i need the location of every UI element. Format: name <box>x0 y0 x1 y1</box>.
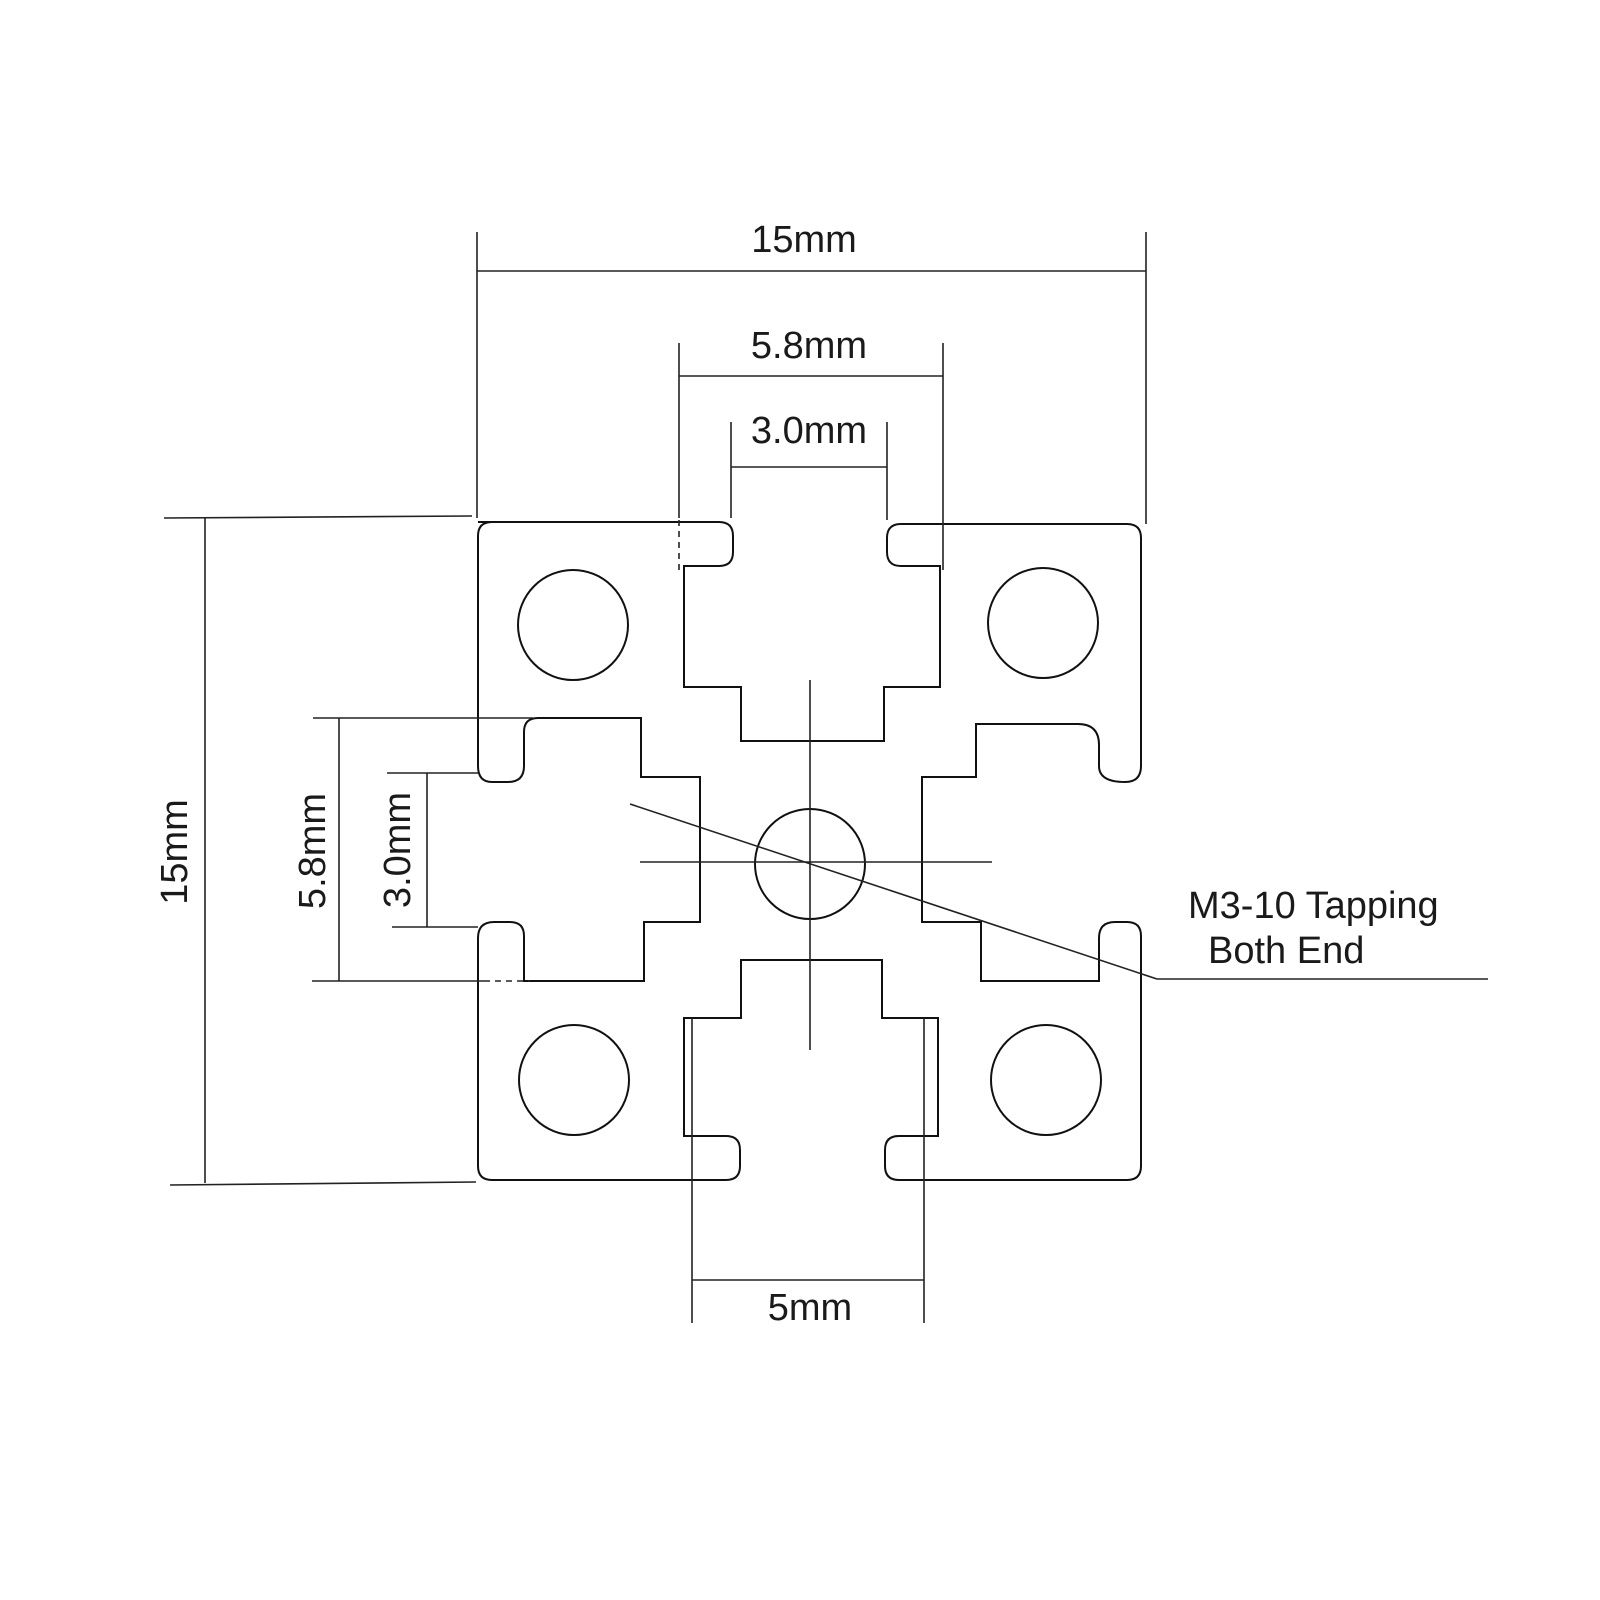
callout-text-line2: Both End <box>1208 930 1364 972</box>
dimension-label-slot-bottom: 5mm <box>768 1287 852 1329</box>
corner-hole-top-right <box>987 567 1099 679</box>
dimension-slot-outer-top: 5.8mm <box>678 325 944 570</box>
dimension-label-overall-height: 15mm <box>154 799 196 905</box>
profile-outline <box>477 521 1142 1181</box>
dimension-slot-opening-top: 3.0mm <box>730 410 888 520</box>
dimension-label-overall-width: 15mm <box>751 219 857 261</box>
dimension-label-slot-outer-top: 5.8mm <box>751 325 867 367</box>
extension-line <box>169 1181 477 1186</box>
callout-tapping: M3-10 Tapping Both End <box>629 803 1488 980</box>
dimension-label-slot-opening-left: 3.0mm <box>377 792 419 908</box>
dimension-label-slot-outer-left: 5.8mm <box>292 793 334 909</box>
callout-text-line1: M3-10 Tapping <box>1188 885 1439 927</box>
profile-cross-section <box>477 520 1142 1181</box>
dimension-overall-height: 15mm <box>154 515 477 1186</box>
corner-hole-top-left <box>517 569 629 681</box>
extension-line <box>163 515 473 519</box>
dimension-slot-outer-left: 5.8mm <box>292 717 533 982</box>
dimension-overall-width: 15mm <box>476 219 1147 524</box>
dimension-slot-bottom: 5mm <box>691 1018 925 1329</box>
dimension-label-slot-opening-top: 3.0mm <box>751 410 867 452</box>
dimension-slot-opening-left: 3.0mm <box>377 772 478 928</box>
callout-leader-line <box>629 803 1158 980</box>
corner-hole-bottom-right <box>990 1024 1102 1136</box>
corner-hole-bottom-left <box>518 1024 630 1136</box>
